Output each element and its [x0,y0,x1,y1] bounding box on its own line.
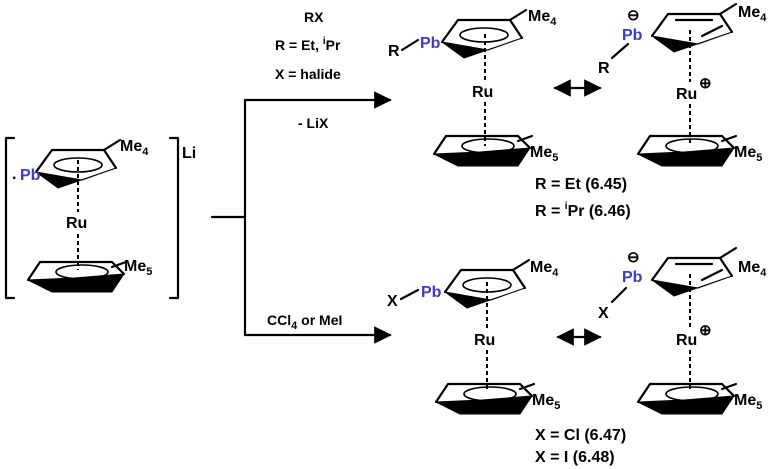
ru-atom-label: Ru [676,332,697,349]
reaction-arrows [210,91,392,344]
ru-atom-label: Ru [472,84,493,101]
compound-label-6-46: R = iPr (6.46) [535,201,631,220]
reagent-ccl4-mei: CCl4 or MeI [267,312,342,332]
r-definition: R = Et, iPr [275,36,341,53]
cp-star-ring [434,382,536,416]
compound-label-6-48: X = I (6.48) [535,449,615,466]
product-x-neutral: X Pb Me4 Ru Me5 [387,258,560,416]
me5-label: Me5 [532,392,560,412]
product-r-neutral: R Pb Me4 Ru Me5 [388,8,558,168]
me5-label: Me5 [124,258,152,278]
pb-atom-label: Pb [622,27,643,44]
pb-atom-label: Pb [622,269,643,286]
cp-star-ring [636,382,738,416]
me4-label: Me4 [528,8,557,28]
byproduct-lix: - LiX [298,115,329,131]
pb-atom-label: Pb [420,35,441,52]
me4-label: Me4 [738,4,767,24]
left-bracket [4,136,16,300]
minus-charge: ⊖ [627,7,640,24]
ru-atom-label: Ru [474,332,495,349]
me5-label: Me5 [734,144,762,164]
li-counterion: Li [182,145,196,162]
compound-label-6-47: X = Cl (6.47) [535,427,626,444]
r-substituent: R [598,60,610,77]
ru-atom-label: Ru [676,86,697,103]
cp-star-ring [432,134,534,168]
pb-atom-label: Pb [421,284,442,301]
cp-star-ring [26,260,128,294]
plus-charge: ⊕ [699,322,712,339]
me5-label: Me5 [734,392,762,412]
me4-label: Me4 [120,138,149,158]
right-bracket [168,136,180,300]
me4-label: Me4 [530,259,559,279]
product-r-zwitterion: ⊖ Pb R Me4 Ru ⊕ Me5 [598,2,767,168]
x-definition: X = halide [275,66,341,82]
x-substituent: X [387,293,398,310]
reagent-rx: RX [304,9,324,25]
me4-label: Me4 [738,259,767,279]
plus-charge: ⊕ [699,75,712,92]
minus-charge: ⊖ [627,249,640,266]
ru-atom-label: Ru [66,215,87,232]
lone-pair: · [12,170,17,187]
me5-label: Me5 [530,144,558,164]
cp-star-ring [636,134,738,168]
product-x-zwitterion: ⊖ Pb X Me4 Ru ⊕ Me5 [598,246,767,416]
starting-complex: Pb · Me4 Ru Me5 Li [4,136,196,300]
x-substituent: X [598,305,609,322]
compound-label-6-45: R = Et (6.45) [535,176,627,193]
r-substituent: R [388,43,400,60]
pb-atom-label: Pb [20,167,41,184]
